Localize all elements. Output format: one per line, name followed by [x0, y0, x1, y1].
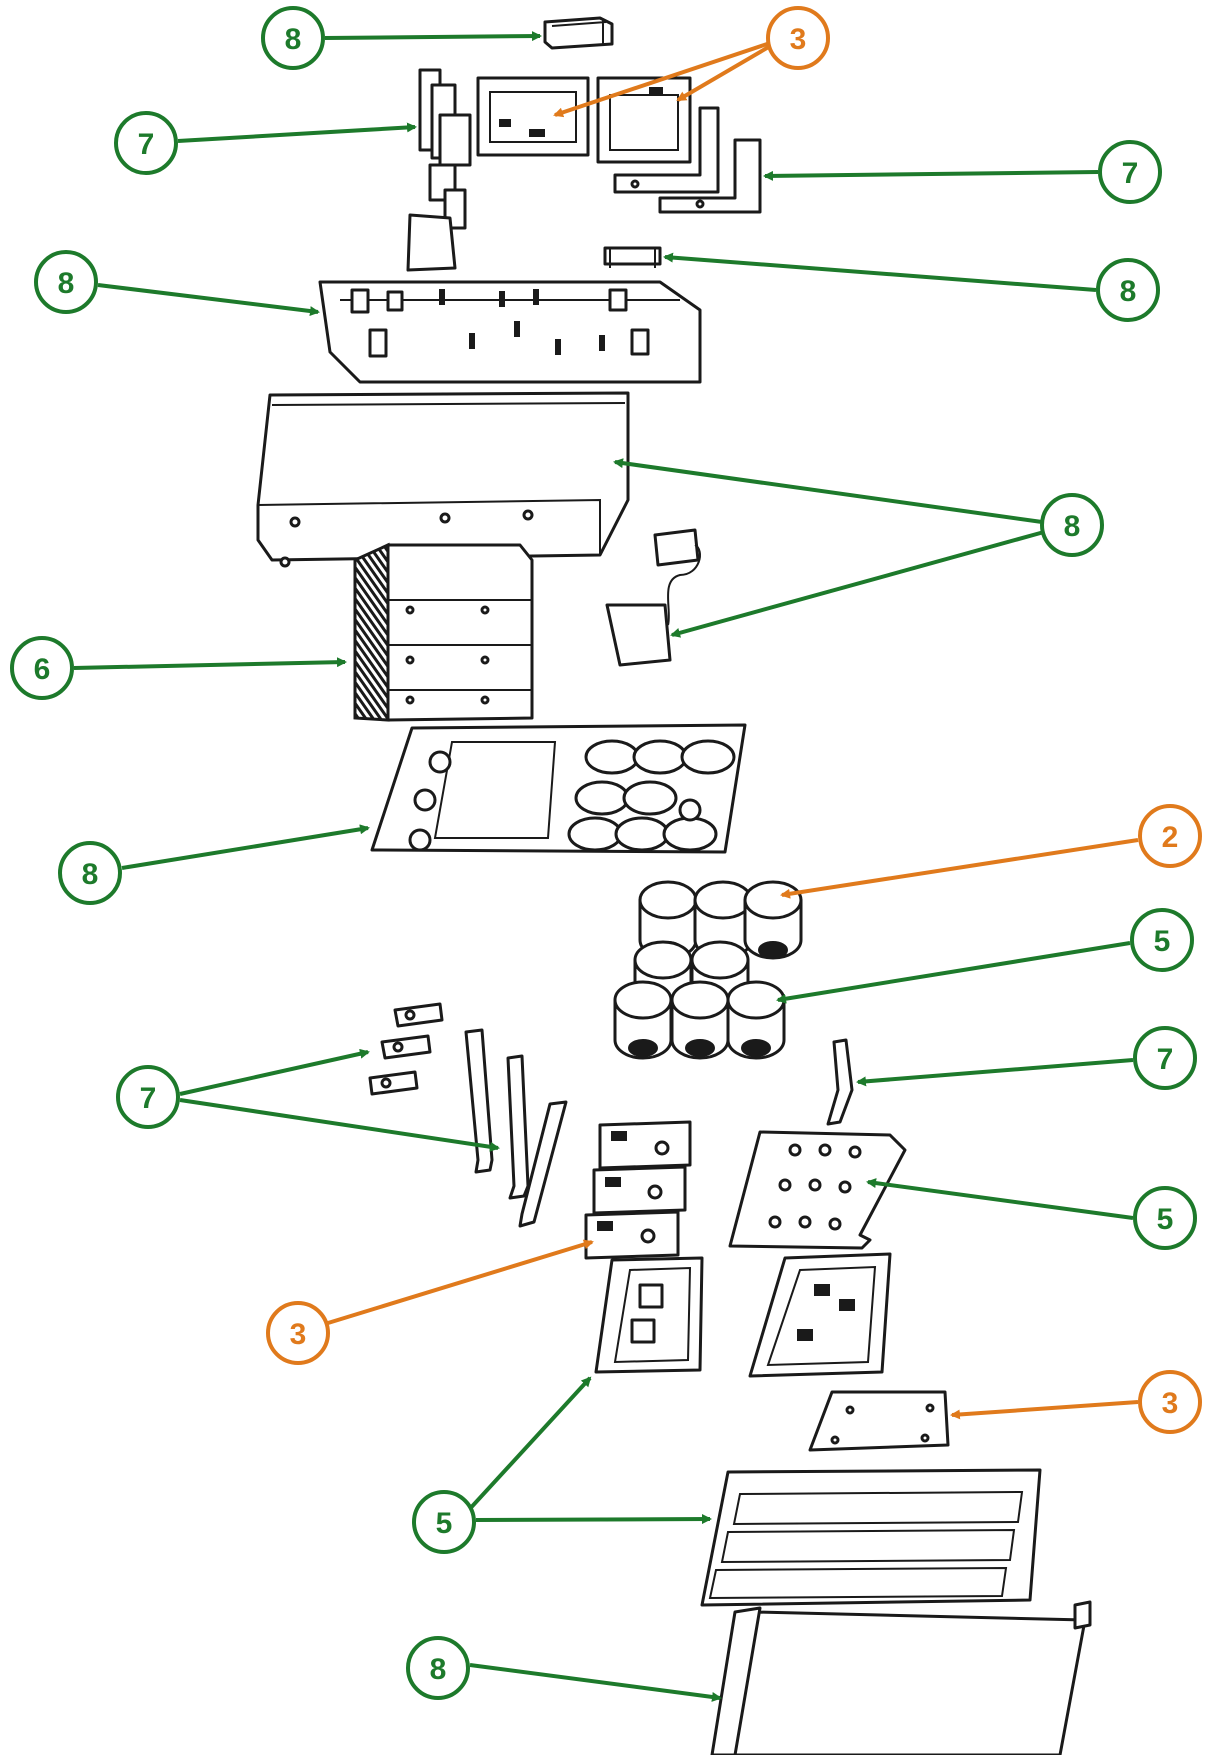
- callout-number: 3: [1162, 1387, 1179, 1420]
- callout: 7: [763, 140, 1162, 204]
- callout-number: 8: [430, 1653, 447, 1686]
- capacitor: [726, 980, 786, 1060]
- callout: 7: [114, 111, 417, 175]
- callout-number: 5: [1157, 1203, 1174, 1236]
- callout-number: 3: [290, 1318, 307, 1351]
- perforated-busbar-plate: [728, 1130, 907, 1250]
- power-module-block: [748, 1252, 892, 1378]
- capacitor: [613, 980, 673, 1060]
- callout-number: 7: [138, 128, 155, 161]
- callout: 2: [780, 804, 1202, 899]
- callout: 5: [776, 908, 1194, 1004]
- callout: 8: [406, 1636, 722, 1702]
- fan-module: [605, 528, 701, 667]
- callout-number: 8: [285, 23, 302, 56]
- callout: 5: [412, 1376, 712, 1554]
- callout: 8: [261, 6, 542, 70]
- igbt-module-stack: [584, 1120, 692, 1260]
- small-busbar-tabs: [368, 1002, 444, 1096]
- base-plate: [370, 723, 747, 854]
- callout-number: 8: [58, 267, 75, 300]
- callout: 8: [663, 252, 1160, 322]
- long-busbars: [464, 1028, 568, 1228]
- callout: 8: [613, 458, 1104, 638]
- capacitor-bank: [613, 880, 803, 1060]
- callout-number: 7: [140, 1082, 157, 1115]
- bottom-housing: [710, 1600, 1092, 1755]
- callout: 5: [866, 1178, 1197, 1250]
- callout-number: 3: [790, 23, 807, 56]
- control-board-assembly: [406, 68, 692, 272]
- driver-board: [808, 1390, 950, 1452]
- callout: 7: [116, 1048, 500, 1152]
- callout: 6: [10, 636, 347, 700]
- capacitor: [670, 980, 730, 1060]
- top-small-bracket: [543, 16, 614, 50]
- callout: 3: [553, 6, 830, 118]
- callout: 7: [856, 1026, 1197, 1090]
- vertical-tab: [826, 1038, 854, 1126]
- callout-number: 8: [1064, 510, 1081, 543]
- main-cover-tray: [256, 391, 630, 568]
- heatsink: [353, 542, 534, 722]
- callout-number: 8: [1120, 275, 1137, 308]
- long-mounting-bracket: [318, 280, 702, 384]
- insulation-panel: [700, 1468, 1042, 1607]
- callout: 3: [266, 1239, 594, 1365]
- callout-number: 6: [34, 653, 51, 686]
- right-busbars: [613, 106, 762, 214]
- callout-number: 5: [436, 1507, 453, 1540]
- callout: 8: [58, 824, 370, 905]
- callout-number: 2: [1162, 821, 1179, 854]
- callout-number: 5: [1154, 925, 1171, 958]
- igbt-rail: [594, 1256, 704, 1374]
- callout-number: 7: [1157, 1043, 1174, 1076]
- callout: 3: [950, 1370, 1202, 1434]
- callout: 8: [34, 250, 320, 316]
- callout-number: 7: [1122, 157, 1139, 190]
- callout-number: 8: [82, 858, 99, 891]
- callout-group: 8 3 7 7 8 8: [10, 6, 1202, 1702]
- middle-clip: [603, 246, 662, 268]
